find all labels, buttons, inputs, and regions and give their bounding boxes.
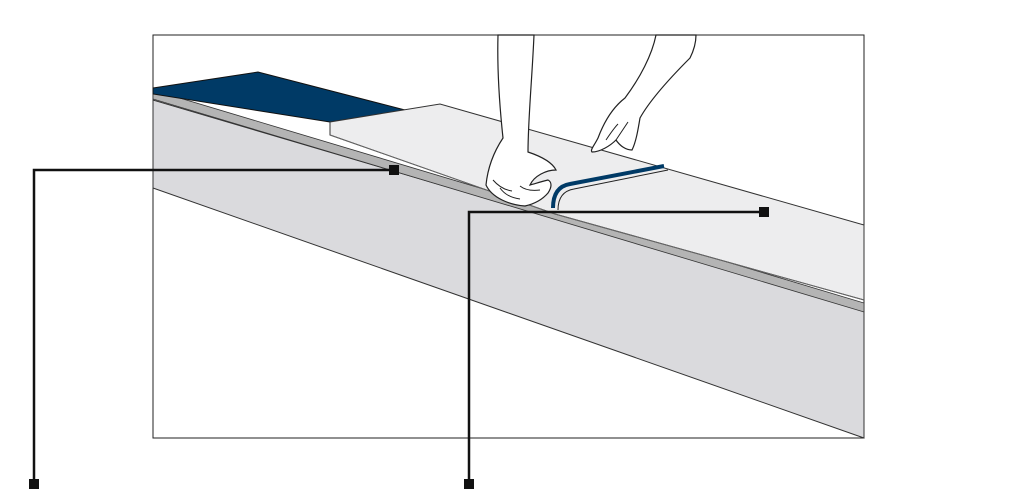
callout-left-anchor — [389, 165, 399, 175]
edge-fold-outline — [557, 169, 669, 211]
panel-edge-line — [329, 134, 865, 301]
right-hand-fingers — [605, 121, 629, 141]
callout-right — [464, 207, 769, 489]
edge-fold — [551, 164, 665, 209]
right-hand — [590, 34, 697, 153]
callout-right-leader — [467, 210, 764, 484]
callout-left-leader — [32, 168, 394, 484]
callout-left — [29, 165, 399, 489]
callout-right-anchor — [759, 207, 769, 217]
callout-left-end — [29, 479, 39, 489]
left-hand — [485, 34, 557, 207]
left-hand-fingers — [492, 179, 541, 200]
callout-right-end — [464, 479, 474, 489]
